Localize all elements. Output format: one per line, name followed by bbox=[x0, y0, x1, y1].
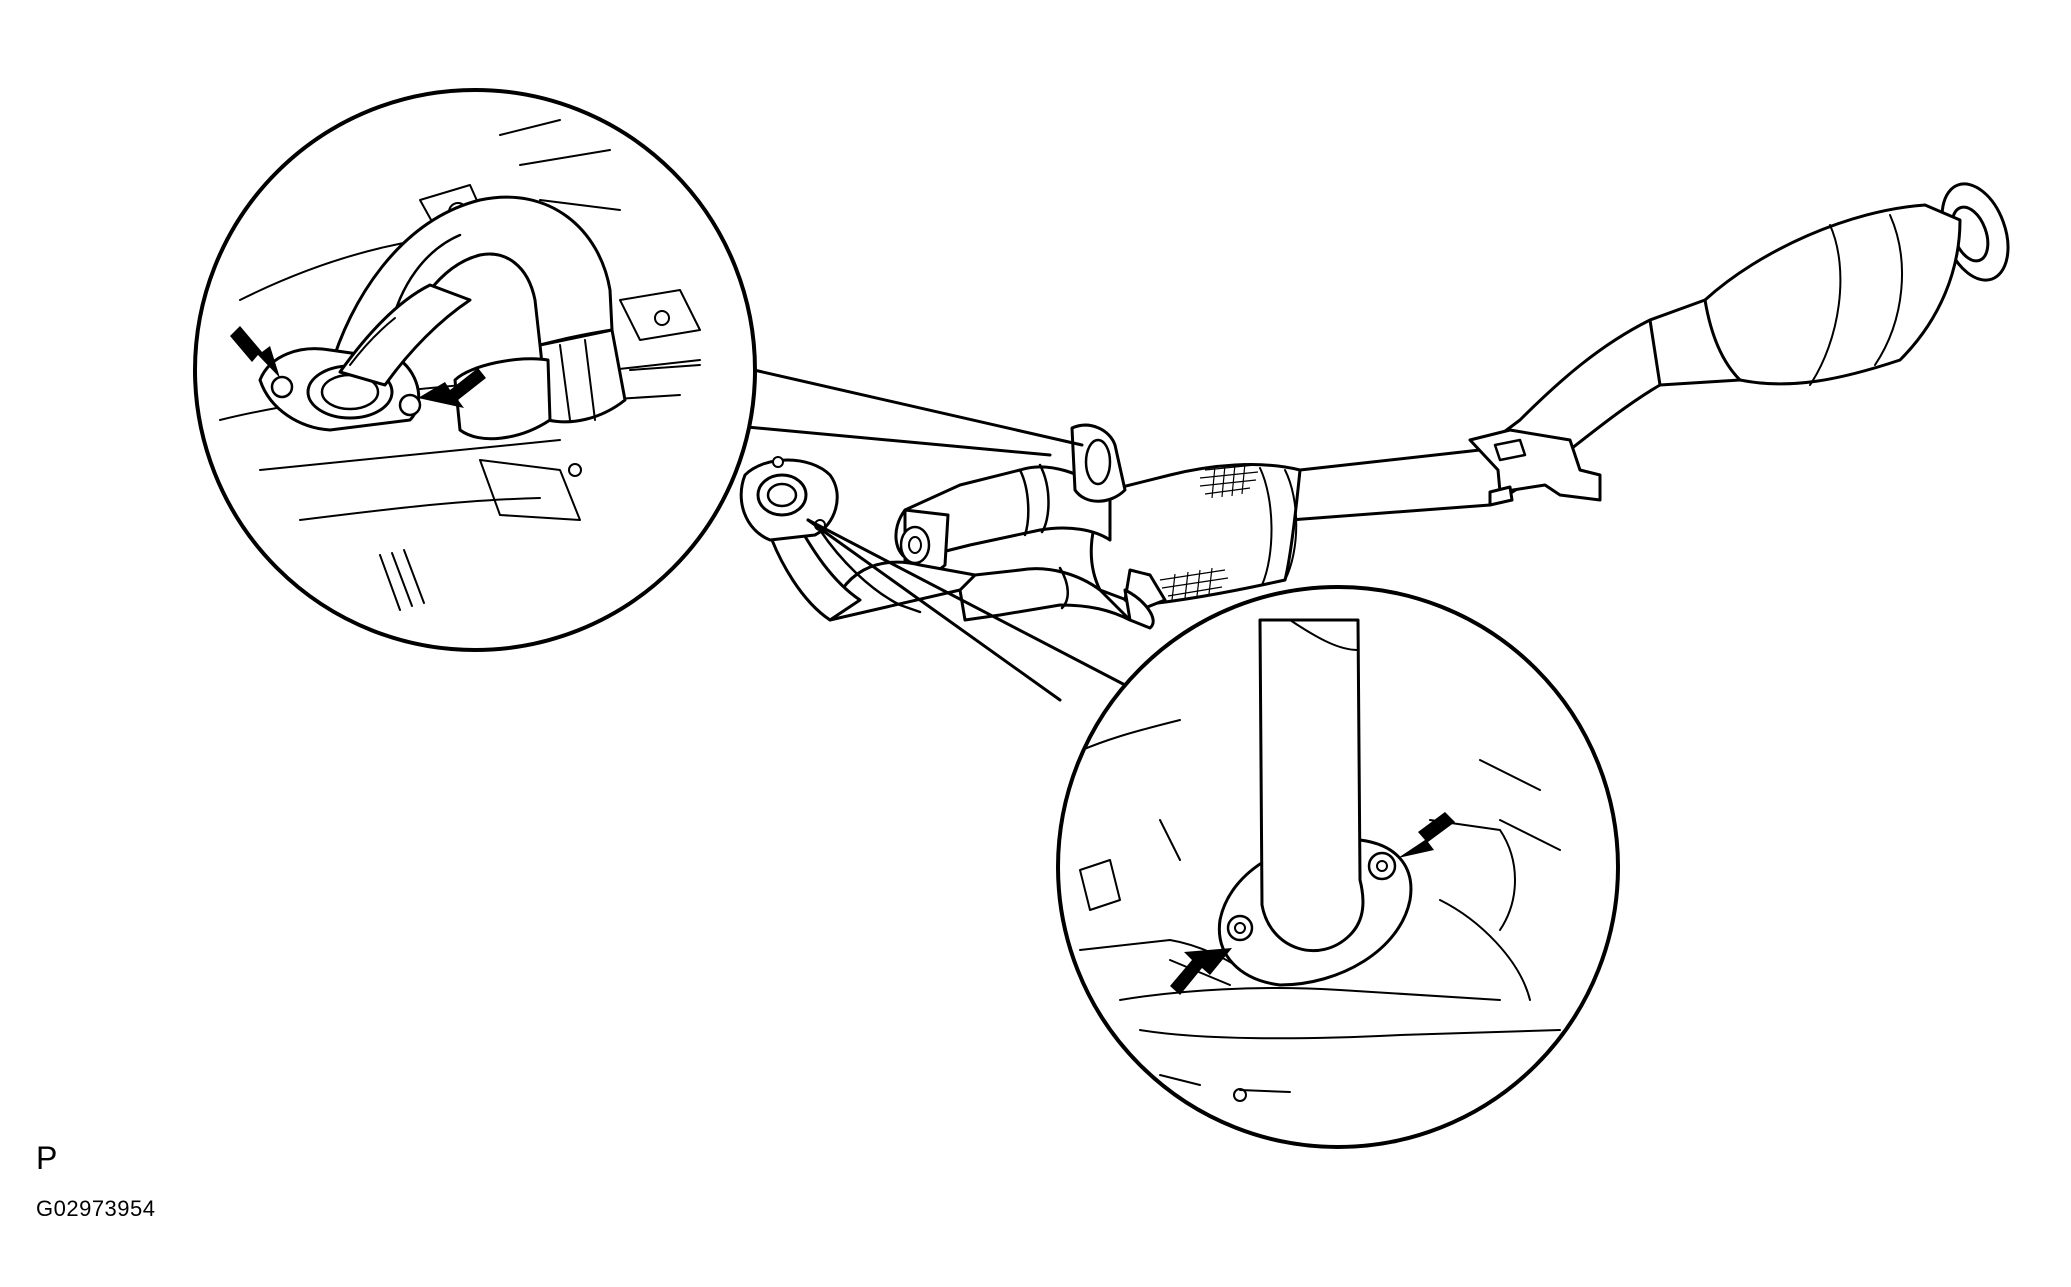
figure-id-label: G02973954 bbox=[36, 1196, 156, 1221]
exhaust-assembly bbox=[739, 182, 2010, 630]
arrow-icon bbox=[1398, 812, 1455, 858]
arrow-icon bbox=[418, 368, 486, 408]
arrow-icon bbox=[1170, 948, 1232, 995]
heat-shield-hatch bbox=[1159, 462, 1259, 601]
detail-view-upper bbox=[193, 88, 757, 652]
callout-lines bbox=[723, 363, 1127, 702]
arrow-icon bbox=[230, 326, 280, 378]
detail-view-lower bbox=[1056, 585, 1620, 1149]
view-letter-label: P bbox=[36, 1140, 58, 1176]
